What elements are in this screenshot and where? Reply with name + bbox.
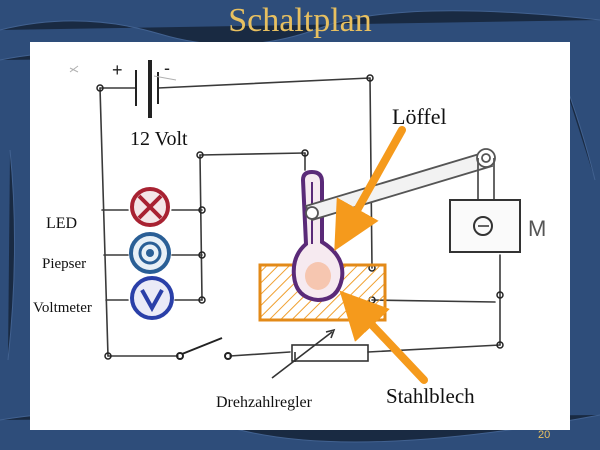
label-led: LED <box>46 215 78 232</box>
voltmeter-symbol-icon <box>130 276 174 320</box>
pencil-sketch-marks <box>69 65 177 81</box>
annotation-arrows <box>334 126 428 384</box>
page-number: 20 <box>538 429 551 441</box>
label-piepser: Piepser <box>42 256 87 272</box>
label-voltmeter: Voltmeter <box>33 300 92 316</box>
led-symbol-icon <box>130 187 170 227</box>
switch-symbol-icon <box>176 337 232 360</box>
spoon <box>291 169 345 303</box>
battery-symbol-icon <box>135 60 159 118</box>
potentiometer-symbol-icon <box>271 328 369 379</box>
slide-title: Schaltplan <box>228 2 372 39</box>
buzzer-symbol-icon <box>129 232 171 274</box>
circuit-wires <box>99 77 501 357</box>
label-stahlblech: Stahlblech <box>386 384 475 408</box>
label-drehzahlregler: Drehzahlregler <box>216 394 312 411</box>
label-battery-voltage: 12 Volt <box>130 128 188 150</box>
battery-minus-sign: - <box>164 58 170 78</box>
label-loeffel: Löffel <box>392 104 447 129</box>
battery-plus-sign: + <box>112 60 123 80</box>
motor-label: M <box>528 216 546 241</box>
motor-symbol-icon <box>449 199 521 253</box>
